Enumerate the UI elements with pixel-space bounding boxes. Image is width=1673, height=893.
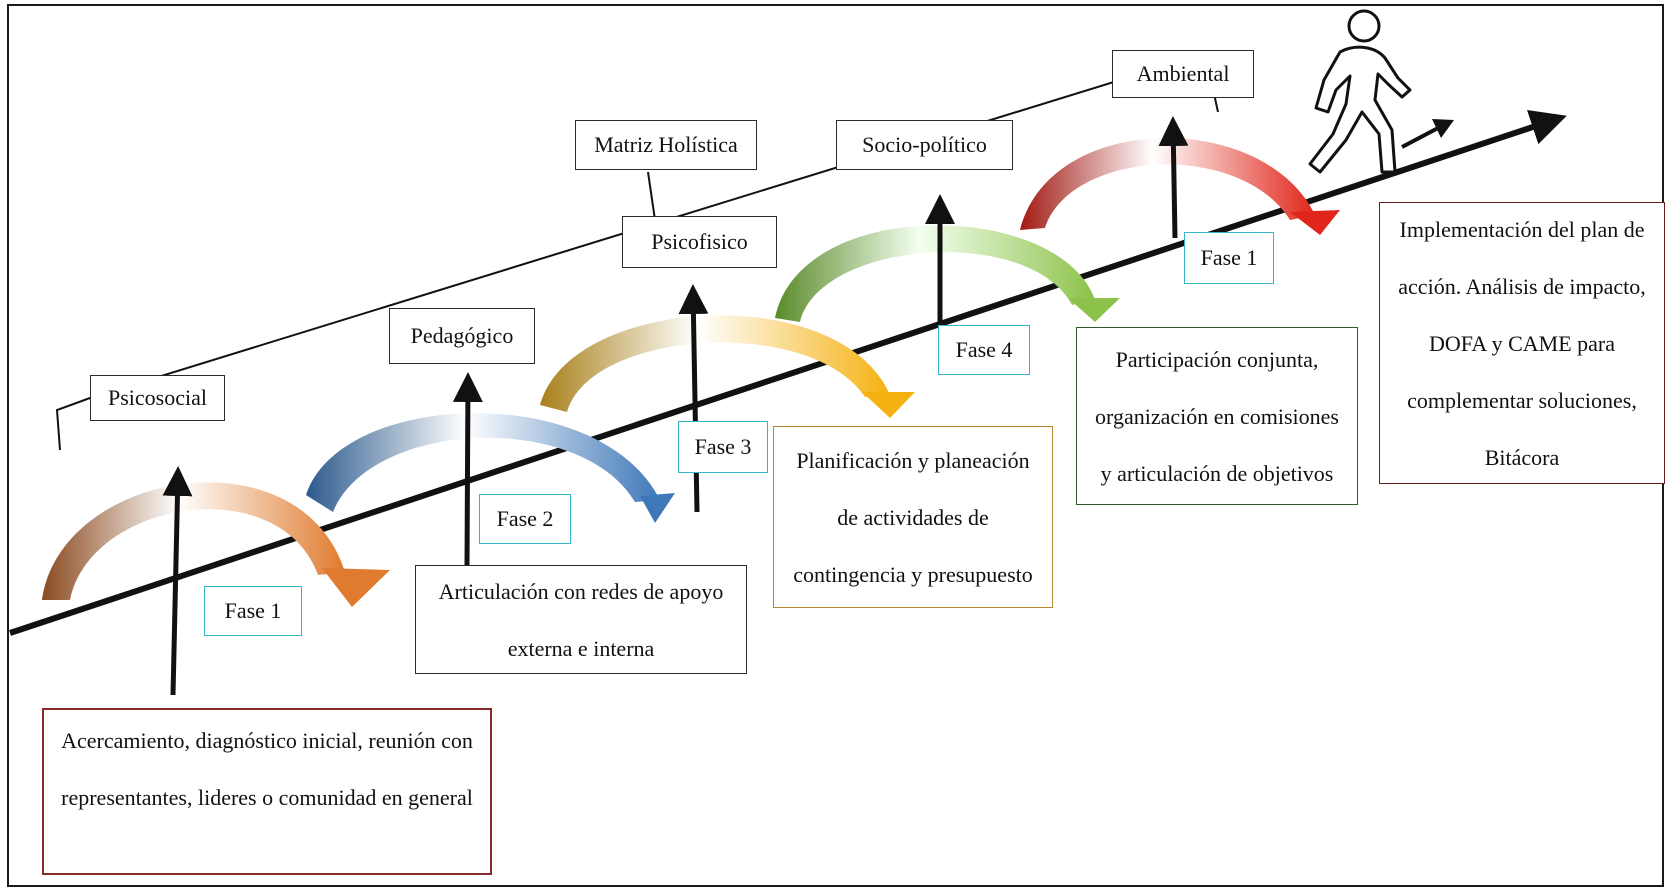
phase-marker-2 — [452, 372, 483, 566]
phase-description-5: Implementación del plan de acción. Análi… — [1379, 202, 1665, 484]
phase-description-3-line-1: Planificación y planeación — [796, 447, 1030, 473]
phase-description-1: Acercamiento, diagnóstico inicial, reuni… — [42, 708, 492, 875]
phase-arc-1 — [42, 482, 390, 607]
phase-description-5-line-5: Bitácora — [1484, 444, 1560, 470]
phase-marker-3 — [678, 284, 709, 513]
phase-label-4: Fase 4 — [938, 325, 1030, 375]
dimension-ambiental: Ambiental — [1112, 50, 1254, 98]
phase-arc-4 — [775, 225, 1120, 322]
phase-description-5-line-1: Implementación del plan de — [1399, 216, 1645, 242]
phase-description-4-line-3: y articulación de objetivos — [1100, 460, 1334, 486]
phase-description-2-line-1: Articulación con redes de apoyo — [438, 578, 724, 604]
phase-description-4-line-2: organización en comisiones — [1095, 403, 1339, 429]
walking-person-icon — [1308, 9, 1412, 174]
phase-arc-3 — [540, 315, 915, 418]
dimension-sociopolitico: Socio-político — [836, 120, 1013, 170]
phase-description-5-line-2: acción. Análisis de impacto, — [1398, 273, 1646, 299]
phase-description-3-line-3: contingencia y presupuesto — [793, 561, 1033, 587]
phase-marker-5 — [1158, 116, 1189, 239]
phase-description-1-line-2: representantes, lideres o comunidad en g… — [61, 785, 473, 810]
phase-arc-2 — [306, 413, 675, 523]
phase-description-3-line-2: de actividades de — [837, 504, 989, 530]
arrow-right-icon — [1401, 119, 1454, 149]
phase-label-3: Fase 3 — [678, 421, 768, 473]
phase-label-1: Fase 1 — [204, 586, 302, 636]
phase-description-5-line-3: DOFA y CAME para — [1429, 330, 1615, 356]
phase-description-4: Participación conjunta, organización en … — [1076, 327, 1358, 505]
phase-description-5-line-4: complementar soluciones, — [1407, 387, 1637, 413]
phase-description-4-line-1: Participación conjunta, — [1115, 346, 1319, 372]
dimension-psicosocial: Psicosocial — [90, 375, 225, 421]
phase-description-2-line-2: externa e interna — [507, 635, 655, 661]
phase-description-3: Planificación y planeación de actividade… — [773, 426, 1053, 608]
dimension-psicofisico: Psicofisico — [622, 216, 777, 268]
matriz-connector — [647, 171, 656, 221]
dimension-pedagogico: Pedagógico — [389, 308, 535, 364]
phase-label-2: Fase 2 — [479, 494, 571, 544]
phase-marker-1 — [162, 466, 193, 696]
phase-description-1-line-1: Acercamiento, diagnóstico inicial, reuni… — [61, 728, 473, 753]
phase-label-5: Fase 1 — [1184, 232, 1274, 284]
dimension-matriz-holistica: Matriz Holística — [575, 120, 757, 170]
phase-arc-5 — [1020, 138, 1340, 235]
phase-description-2: Articulación con redes de apoyo externa … — [415, 565, 747, 674]
